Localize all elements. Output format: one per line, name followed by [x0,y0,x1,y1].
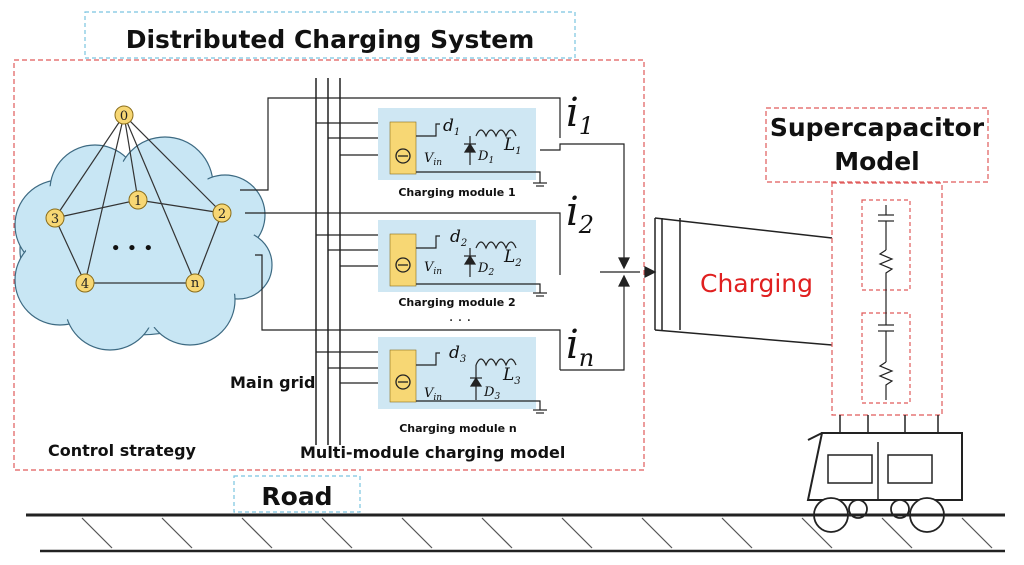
svg-text:D1: D1 [477,149,494,166]
supercap-title-group: Supercapacitor Model [765,107,989,183]
resistor-icon-1 [878,249,894,312]
inductor-icon-1 [475,129,517,138]
main-grid-label: Main grid [230,373,315,392]
charging-module-n: Vin d3 L3 D3 Charging module n [378,337,547,435]
diagram-title: Distributed Charging System [126,25,535,54]
tram-window-1 [827,454,873,484]
control-strategy-label: Control strategy [48,441,197,460]
graph-node-0: 0 [114,105,134,125]
svg-text:d2: d2 [450,227,467,249]
graph-nodes: 0 1 2 3 4 n • • • [45,105,232,293]
charging-label: Charging [700,269,813,298]
current-i1: i1 [566,90,594,140]
module-label-2: Charging module 2 [398,296,515,309]
svg-text:D3: D3 [483,385,500,402]
ground-icon-1 [533,182,547,187]
arrow-up-icon [618,274,630,287]
graph-node-1: 1 [128,190,148,210]
current-source-icon-3 [395,374,411,390]
ground-icon-3 [533,409,547,414]
multi-module-label: Multi-module charging model [300,443,565,462]
title-dashed-box [84,11,576,59]
supercap-title-line1: Supercapacitor [770,113,985,142]
module-label-1: Charging module 1 [398,186,515,199]
graph-node-4: 4 [75,273,95,293]
resistor-icon-2 [878,361,894,400]
graph-node-3: 3 [45,208,65,228]
source-box-1 [389,121,417,175]
cloud-grid-links [240,97,561,370]
current-source-icon-1 [395,148,411,164]
current-source-icon-2 [395,257,411,273]
graph-node-n: n [185,273,205,293]
charging-module-1: Vin d1 L1 D1 Charging module 1 [378,108,547,199]
svg-text:3: 3 [51,212,59,227]
diode-icon-3 [469,365,483,400]
source-box-2 [389,233,417,287]
graph-edges [54,114,223,284]
supercap-title-line2: Model [834,147,919,176]
current-in: in [566,322,594,372]
diode-icon-2 [463,248,477,277]
bus-taps [316,122,378,384]
graph-node-2: 2 [212,203,232,223]
svg-text:n: n [191,276,200,291]
road-hatching [81,517,993,549]
svg-text:L3: L3 [502,365,521,387]
arrow-right-icon [644,266,657,278]
charging-connector [654,217,833,346]
system-dashed-border [13,59,645,471]
svg-text:1: 1 [134,194,142,209]
graph-ellipsis: • • • [110,238,153,259]
svg-text:2: 2 [218,207,226,222]
supercapacitor-panel [831,182,943,416]
module-label-n: Charging module n [399,422,517,435]
ground-icon-2 [533,292,547,297]
svg-text:D2: D2 [477,261,494,278]
svg-text:Vin: Vin [424,260,442,277]
title-group: Distributed Charging System [84,11,576,59]
svg-text:L2: L2 [503,247,522,269]
tram-window-2 [887,454,933,484]
current-i2: i2 [566,189,594,239]
road-label-box [233,475,361,513]
module-ellipsis: · · · [449,313,471,329]
charging-module-2: Vin d2 L2 D2 Charging module 2 [378,220,547,309]
road-group: Road [26,475,1005,553]
main-grid-bus [315,78,341,445]
road-label: Road [261,482,332,511]
svg-text:d1: d1 [443,116,460,138]
svg-text:Vin: Vin [424,386,442,403]
inductor-icon-2 [475,241,517,250]
arrow-down-icon [618,257,630,270]
output-current-lines [540,143,657,371]
svg-text:0: 0 [120,109,128,124]
svg-text:4: 4 [81,277,89,292]
diode-icon-1 [463,136,477,165]
svg-text:L1: L1 [503,135,522,157]
source-box-3 [389,349,417,403]
inductor-icon-3 [475,358,517,367]
svg-text:d3: d3 [449,343,466,365]
svg-text:Vin: Vin [424,151,442,168]
